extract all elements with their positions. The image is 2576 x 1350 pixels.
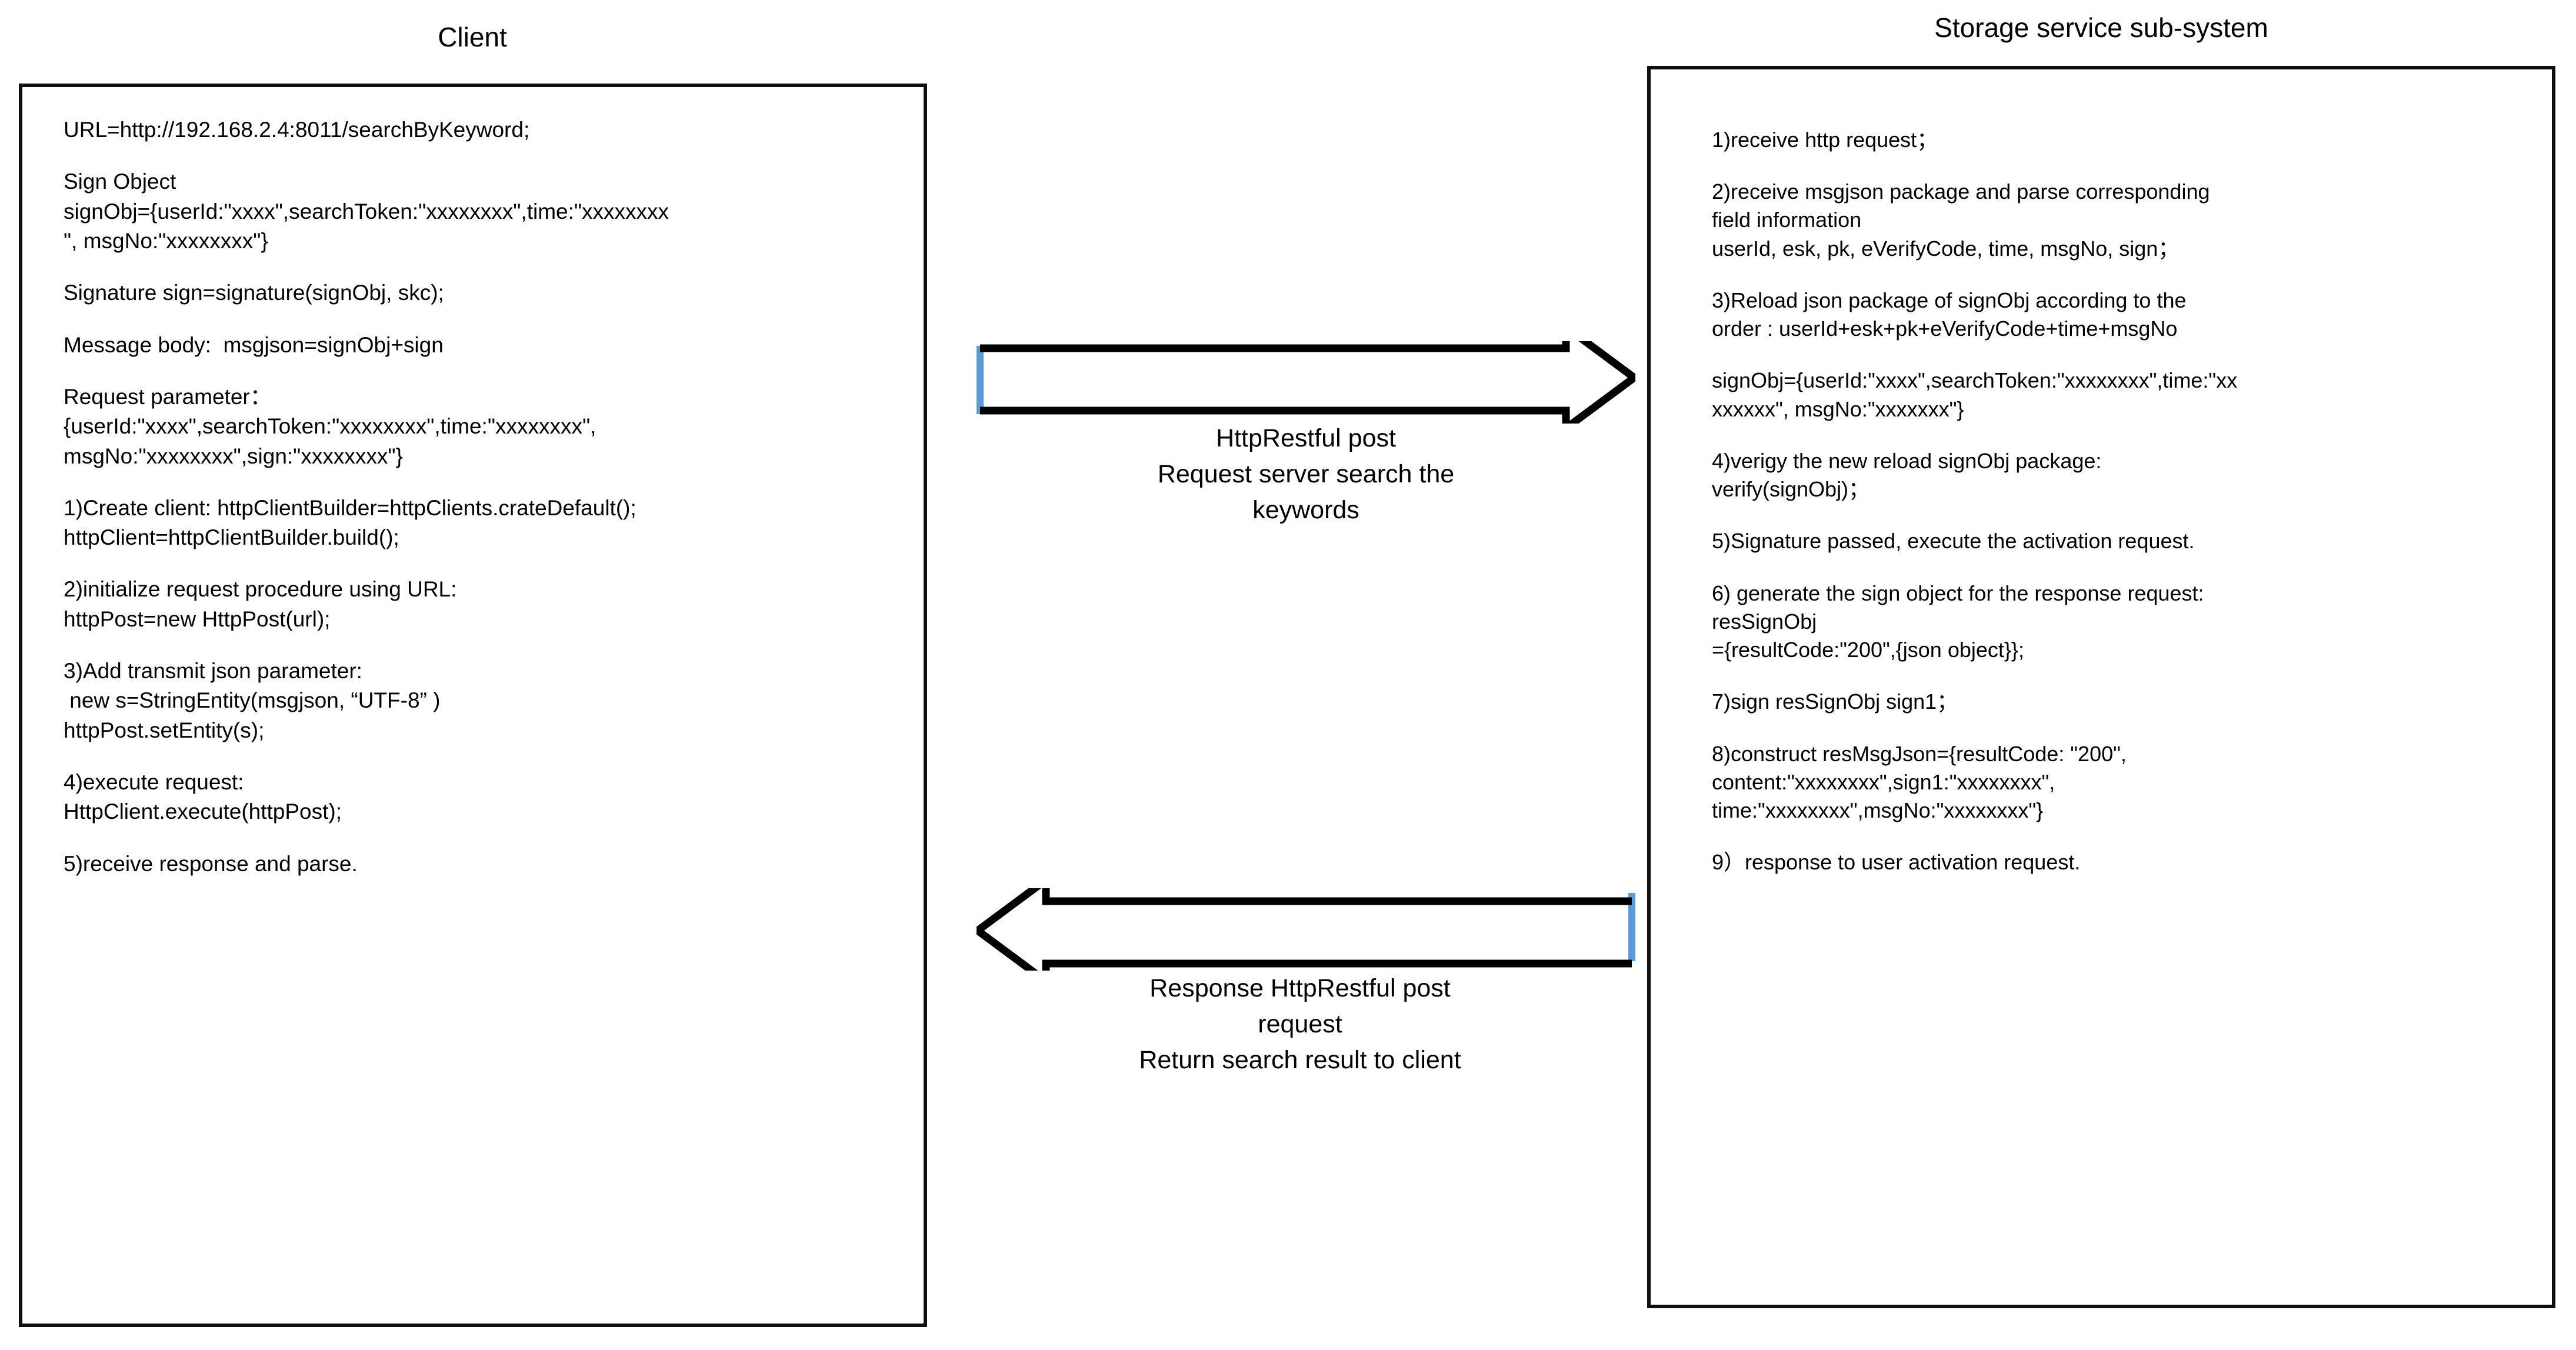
request-arrow-icon: [977, 341, 1635, 424]
client-panel-inner: URL=http://192.168.2.4:8011/searchByKeyw…: [22, 87, 924, 1324]
response-arrow-label: Response HttpRestful post request Return…: [1139, 974, 1461, 1075]
storage-step-6-generate-sign: 6) generate the sign object for the resp…: [1712, 581, 2204, 662]
storage-step-7-sign-ressign: 7)sign resSignObj sign1；: [1712, 689, 1958, 714]
storage-step-1-receive-http: 1)receive http request；: [1712, 128, 1938, 152]
client-panel: URL=http://192.168.2.4:8011/searchByKeyw…: [19, 84, 927, 1327]
storage-panel: 1)receive http request； 2)receive msgjso…: [1647, 66, 2555, 1308]
storage-step-4-verify: 4)verigy the new reload signObj package:…: [1712, 448, 2102, 502]
response-arrow: [977, 888, 1635, 971]
client-step-5-receive: 5)receive response and parse.: [64, 851, 358, 876]
client-block-request-params: Request parameter： {userId:"xxxx",search…: [64, 384, 596, 468]
storage-text-blocks: 1)receive http request； 2)receive msgjso…: [1712, 126, 2535, 900]
request-arrow: [977, 341, 1635, 424]
storage-panel-inner: 1)receive http request； 2)receive msgjso…: [1651, 69, 2552, 1305]
request-arrow-outline: [980, 341, 1635, 424]
request-arrow-tail: [977, 346, 984, 414]
client-column-title: Client: [438, 22, 507, 52]
storage-step-2-parse-fields: 2)receive msgjson package and parse corr…: [1712, 179, 2210, 261]
storage-block-signobj: signObj={userId:"xxxx",searchToken:"xxxx…: [1712, 368, 2238, 421]
client-text-blocks: URL=http://192.168.2.4:8011/searchByKeyw…: [64, 115, 905, 901]
client-step-1-create-client: 1)Create client: httpClientBuilder=httpC…: [64, 495, 636, 550]
storage-column-title: Storage service sub-system: [1934, 12, 2268, 43]
response-arrow-tail: [1628, 893, 1635, 961]
response-arrow-outline: [977, 888, 1632, 971]
storage-step-5-signature-pass: 5)Signature passed, execute the activati…: [1712, 529, 2195, 554]
client-step-2-init-request: 2)initialize request procedure using URL…: [64, 577, 457, 631]
response-arrow-icon: [977, 888, 1635, 971]
request-arrow-label: HttpRestful post Request server search t…: [1157, 424, 1455, 525]
client-block-url: URL=http://192.168.2.4:8011/searchByKeyw…: [64, 118, 530, 142]
client-block-signature: Signature sign=signature(signObj, skc);: [64, 281, 444, 305]
client-step-3-add-json: 3)Add transmit json parameter: new s=Str…: [64, 659, 441, 742]
storage-step-3-reload-json: 3)Reload json package of signObj accordi…: [1712, 288, 2187, 341]
client-step-4-execute: 4)execute request: HttpClient.execute(ht…: [64, 770, 342, 824]
storage-step-9-response: 9）response to user activation request.: [1712, 850, 2081, 875]
storage-step-8-construct-json: 8)construct resMsgJson={resultCode: "200…: [1712, 741, 2127, 822]
client-block-sign-object: Sign Object signObj={userId:"xxxx",searc…: [64, 169, 669, 253]
client-block-message-body: Message body: msgjson=signObj+sign: [64, 332, 444, 357]
